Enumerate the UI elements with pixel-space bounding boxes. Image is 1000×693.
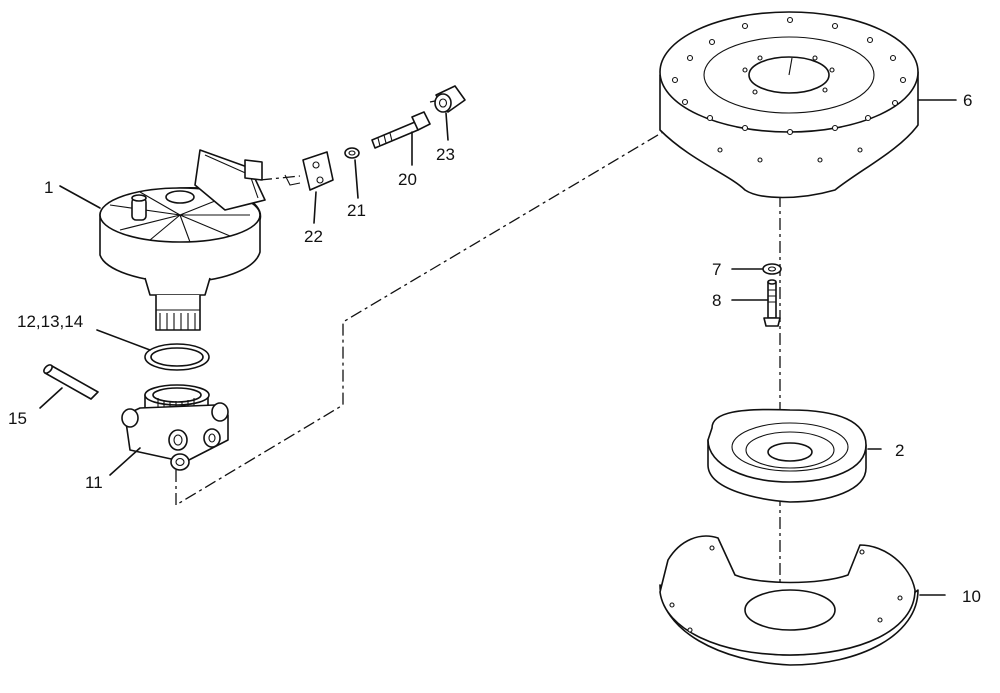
pin-part-15 (43, 364, 99, 400)
callout-labels: 1 2 6 7 8 10 11 12,13,14 15 20 21 22 23 (8, 91, 981, 606)
callout-8: 8 (712, 291, 721, 310)
gearbox-housing-part (99, 149, 266, 331)
callout-21: 21 (347, 201, 366, 220)
callout-15: 15 (8, 409, 27, 428)
damper-part-2 (707, 408, 867, 503)
washer-part-7 (762, 263, 782, 275)
callout-20: 20 (398, 170, 417, 189)
bolt-part-8 (763, 279, 781, 327)
callout-12-13-14: 12,13,14 (17, 312, 83, 331)
bolt-part-20 (371, 111, 431, 149)
callout-22: 22 (304, 227, 323, 246)
callout-6: 6 (963, 91, 972, 110)
callout-7: 7 (712, 260, 721, 279)
guard-plate-part (659, 535, 919, 666)
seal-ring-part (144, 343, 210, 371)
flange-bolt-holes (671, 16, 907, 163)
coupling-body-part (121, 384, 229, 471)
callout-1: 1 (44, 178, 53, 197)
washer-part-21 (344, 147, 360, 159)
mounting-flange-part (659, 11, 919, 199)
callout-2: 2 (895, 441, 904, 460)
bushing-part-23 (434, 85, 466, 113)
callout-11: 11 (85, 473, 103, 492)
callout-10: 10 (962, 587, 981, 606)
leader-lines (39, 99, 957, 596)
lock-plate-part (284, 151, 334, 191)
callout-23: 23 (436, 145, 455, 164)
